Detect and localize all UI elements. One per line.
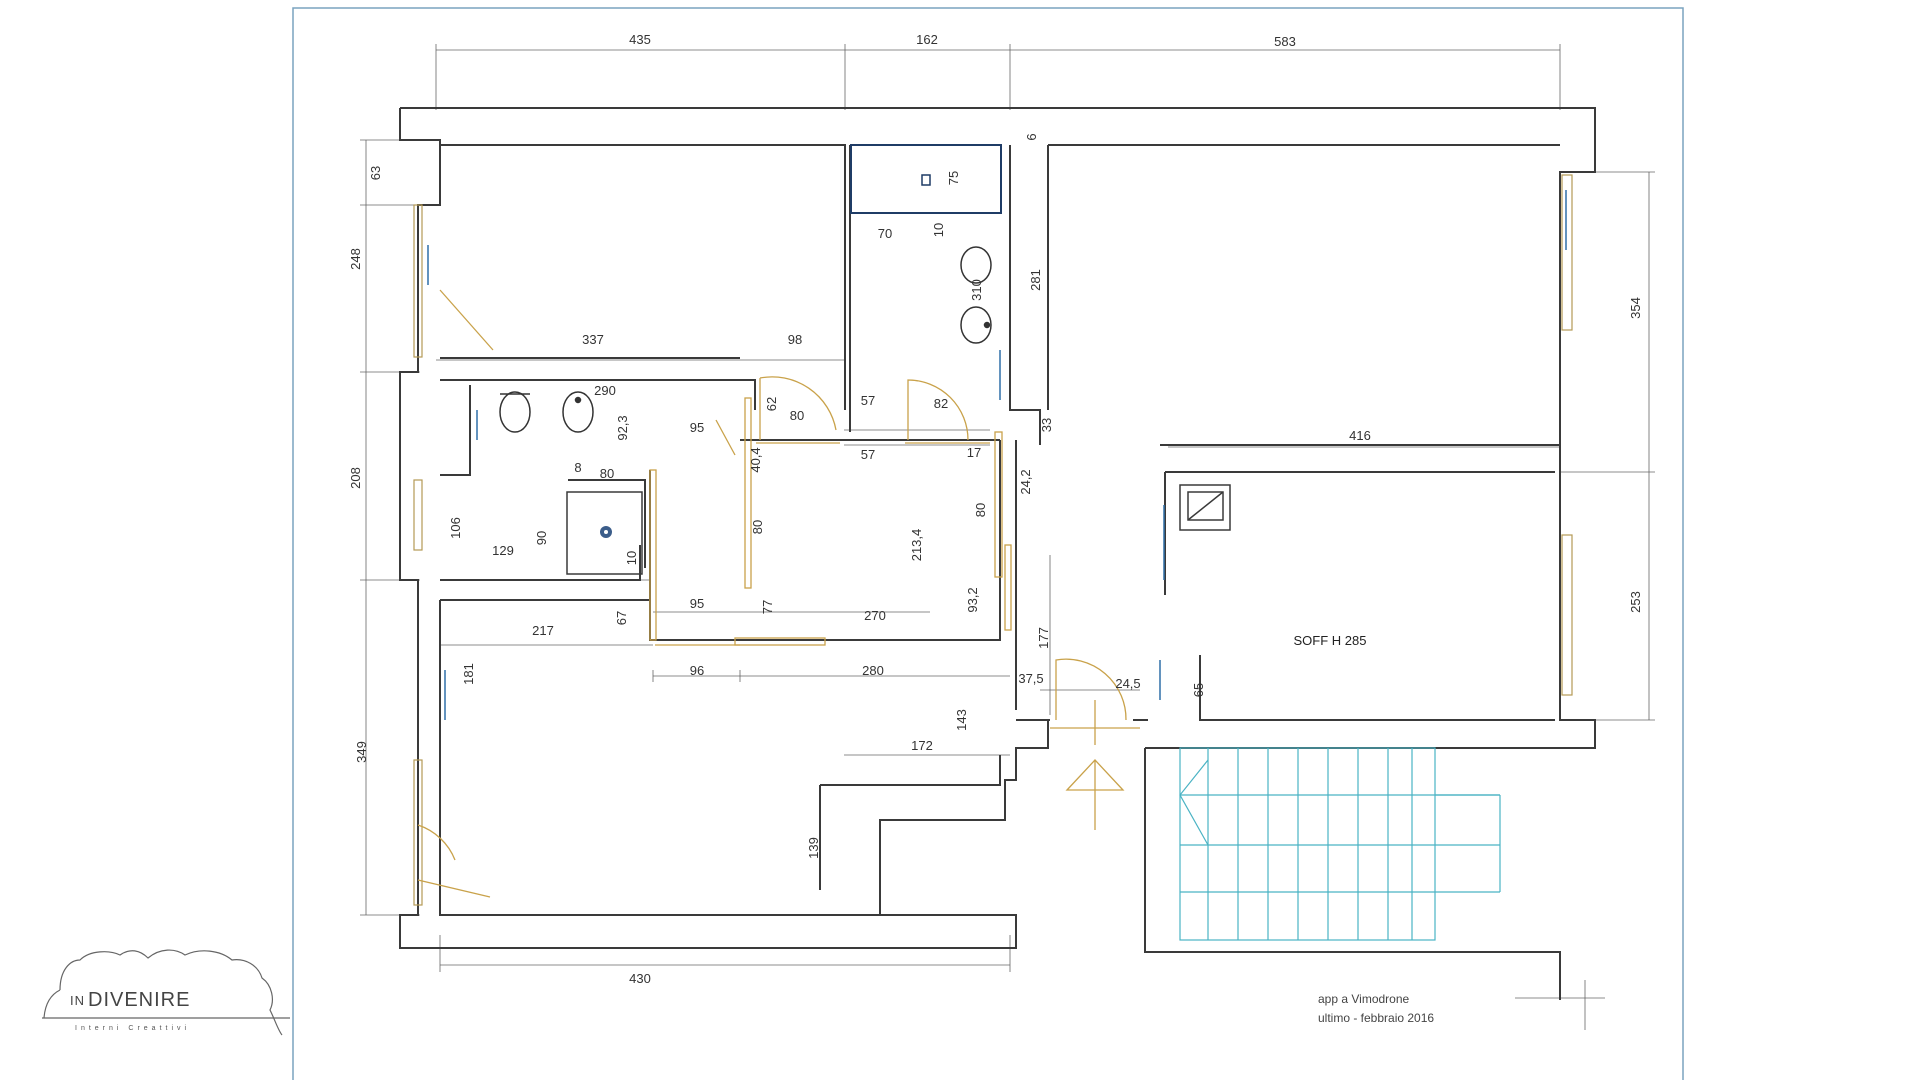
- note-line-1: app a Vimodrone: [1318, 992, 1410, 1006]
- toilet-icon: [499, 391, 531, 433]
- logo-outline-icon: [59, 949, 283, 1036]
- dim-bath2-310: 310: [969, 279, 984, 301]
- drawing-frame: [292, 7, 1684, 1080]
- dim-left-bath: 208: [348, 467, 363, 489]
- dim-hall-95-bot: 95: [690, 596, 704, 611]
- logo-name: DIVENIRE: [88, 989, 190, 1011]
- dim-bath2-10: 10: [931, 223, 946, 237]
- doors: [417, 289, 1140, 898]
- shower-cabinet: [850, 144, 1002, 214]
- entrance-arrow-icon: [1065, 700, 1125, 830]
- dim-living-181: 181: [461, 663, 476, 685]
- dim-bath2-75: 75: [946, 171, 961, 185]
- dim-bath2-70: 70: [878, 226, 892, 241]
- dim-bath-82: 82: [934, 396, 948, 411]
- window-frames: [413, 174, 1573, 906]
- dim-bath-90: 90: [534, 531, 549, 545]
- dim-room-416: 416: [1349, 428, 1371, 443]
- walls: [399, 107, 1596, 1000]
- dim-top-mid: 162: [916, 32, 938, 47]
- dim-hall-280: 280: [862, 663, 884, 678]
- dim-bath-10: 10: [624, 551, 639, 565]
- dim-bath-129: 129: [492, 543, 514, 558]
- dim-bath-290: 290: [594, 383, 616, 398]
- dim-bath-8: 8: [574, 460, 581, 475]
- dim-room-65: 65: [1191, 683, 1206, 697]
- dim-hall-93-2: 93,2: [965, 587, 980, 612]
- dim-wall-281: 281: [1028, 269, 1043, 291]
- dim-entry-37-5: 37,5: [1018, 671, 1043, 686]
- bidet-icon: [562, 391, 594, 433]
- dim-right-bottom: 253: [1628, 591, 1643, 613]
- dim-hall-213-4: 213,4: [909, 529, 924, 562]
- dim-bath-80-door: 80: [790, 408, 804, 423]
- dim-bath-57-bot: 57: [861, 447, 875, 462]
- dim-bath-95-top: 95: [690, 420, 704, 435]
- dim-left-room: 248: [348, 248, 363, 270]
- shower-drain-icon: [921, 174, 931, 186]
- windows: [427, 190, 1567, 720]
- dim-bath-57-top: 57: [861, 393, 875, 408]
- dim-wall-6: 6: [1024, 133, 1039, 140]
- dim-living-139: 139: [806, 837, 821, 859]
- brand-logo: IN DIVENIRE Interni Creattivi: [42, 949, 290, 1036]
- dimension-lines: [360, 44, 1655, 1030]
- dim-left-bottom: 349: [354, 741, 369, 763]
- dim-bath-80-shower: 80: [600, 466, 614, 481]
- dim-bath-106: 106: [448, 517, 463, 539]
- dim-top-right: 583: [1274, 34, 1296, 49]
- chimney-box: [1179, 484, 1231, 531]
- dim-top-left: 435: [629, 32, 651, 47]
- dim-hall-77: 77: [760, 600, 775, 614]
- dim-living-143: 143: [954, 709, 969, 731]
- dim-bottom-430: 430: [629, 971, 651, 986]
- dim-entry-24-5: 24,5: [1115, 676, 1140, 691]
- dim-left-top: 63: [368, 166, 383, 180]
- dim-bath-92-3: 92,3: [615, 415, 630, 440]
- dim-room1-width: 337: [582, 332, 604, 347]
- dim-corridor-98: 98: [788, 332, 802, 347]
- dim-wall-33: 33: [1039, 418, 1054, 432]
- dim-bath-17: 17: [967, 445, 981, 460]
- dimension-labels: 435 162 583 63 248 208 349 354 253 337 9…: [348, 32, 1643, 986]
- dim-entry-177: 177: [1036, 627, 1051, 649]
- dim-hall-270: 270: [864, 608, 886, 623]
- dim-hall-80-right: 80: [973, 503, 988, 517]
- note-line-2: ultimo - febbraio 2016: [1318, 1011, 1434, 1025]
- chimney-inner-icon: [1187, 491, 1224, 521]
- dim-living-172: 172: [911, 738, 933, 753]
- logo-prefix: IN: [70, 993, 85, 1008]
- dim-bath-40-4: 40,4: [748, 447, 763, 472]
- dim-hall-67: 67: [614, 611, 629, 625]
- logo-tagline: Interni Creattivi: [75, 1025, 190, 1032]
- dim-right-top: 354: [1628, 297, 1643, 319]
- shower-tray: [566, 491, 643, 575]
- room-label-soff: SOFF H 285: [1294, 633, 1367, 648]
- dim-hall-80: 80: [750, 520, 765, 534]
- dim-bath-62: 62: [764, 397, 779, 411]
- dim-hall-24-2: 24,2: [1018, 469, 1033, 494]
- sink-icon: [960, 246, 992, 344]
- staircase: [1179, 747, 1501, 941]
- dim-living-217: 217: [532, 623, 554, 638]
- dim-hall-96: 96: [690, 663, 704, 678]
